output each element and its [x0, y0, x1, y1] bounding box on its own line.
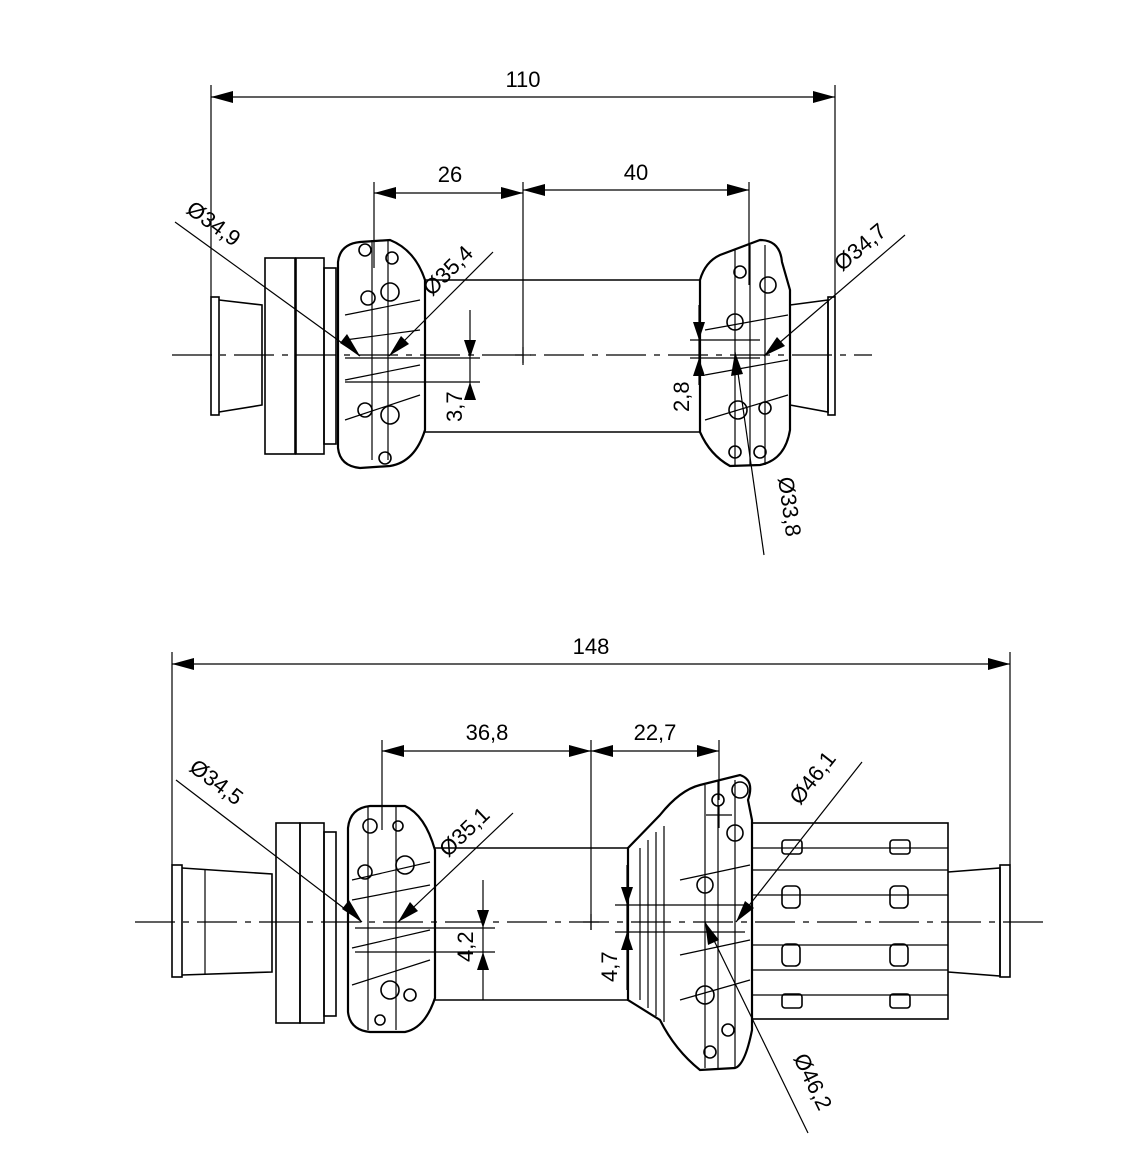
front-hub-body — [425, 279, 700, 433]
rear-dia-left-end-label: Ø34,5 — [185, 754, 248, 810]
dia-rear-right-upper: Ø46,1 — [735, 746, 863, 923]
rear-overall-label: 148 — [573, 634, 610, 659]
dia-front-right-flange: Ø33,8 — [731, 351, 806, 556]
rear-offset-right-label: 4,7 — [597, 951, 622, 982]
front-right-flange — [698, 238, 792, 468]
rear-hub-body — [435, 847, 628, 1001]
dim-front-offset-right: 2,8 — [669, 305, 760, 412]
front-hub: 110 26 40 Ø34,9 Ø35,4 — [172, 67, 906, 556]
dia-rear-right-lower: Ø46,2 — [704, 921, 838, 1134]
dia-rear-left-end: Ø34,5 — [175, 754, 363, 923]
rear-left-flange — [346, 804, 437, 1034]
rear-freehub-body — [751, 822, 949, 1020]
dim-front-flange-right: 40 — [523, 160, 749, 196]
dia-front-left-flange: Ø35,4 — [388, 240, 494, 357]
dim-rear-flange-right: 22,7 — [591, 720, 719, 757]
dia-front-left-end: Ø34,9 — [174, 196, 361, 357]
dia-rear-left-flange: Ø35,1 — [397, 802, 514, 923]
dim-rear-overall: 148 — [172, 634, 1010, 670]
rear-flange-right-label: 22,7 — [634, 720, 677, 745]
dim-rear-flange-left: 36,8 — [382, 720, 591, 757]
rear-dia-right-lower-label: Ø46,2 — [789, 1049, 838, 1114]
front-overall-label: 110 — [505, 67, 540, 92]
front-dia-right-end-label: Ø34,7 — [829, 218, 891, 276]
front-dia-left-flange-label: Ø35,4 — [418, 240, 478, 300]
rear-dia-left-flange-label: Ø35,1 — [434, 802, 494, 862]
dim-rear-offset-left: 4,2 — [355, 880, 495, 1000]
front-left-endcap — [210, 296, 263, 416]
front-flange-right-label: 40 — [624, 160, 648, 185]
dim-front-overall: 110 — [211, 67, 835, 103]
rear-right-flange — [626, 773, 754, 1072]
rear-offset-left-label: 4,2 — [453, 931, 478, 962]
rear-flange-left-label: 36,8 — [466, 720, 509, 745]
front-left-flange — [336, 238, 427, 470]
dim-front-offset-left: 3,7 — [345, 310, 480, 422]
dim-rear-offset-right: 4,7 — [597, 865, 745, 990]
front-offset-right-label: 2,8 — [669, 381, 694, 412]
front-dia-left-end-label: Ø34,9 — [182, 196, 245, 251]
rear-lockring — [275, 822, 337, 1024]
rear-left-endcap — [171, 864, 273, 978]
front-dia-right-flange-label: Ø33,8 — [773, 475, 806, 538]
front-lockring — [264, 257, 337, 455]
front-right-endcap — [789, 296, 836, 416]
rear-hub: 148 36,8 22,7 Ø34,5 Ø35,1 — [135, 634, 1048, 1134]
front-offset-left-label: 3,7 — [442, 391, 467, 422]
dim-front-flange-left: 26 — [374, 162, 523, 199]
front-flange-left-label: 26 — [438, 162, 462, 187]
rear-right-endcap — [947, 864, 1011, 978]
